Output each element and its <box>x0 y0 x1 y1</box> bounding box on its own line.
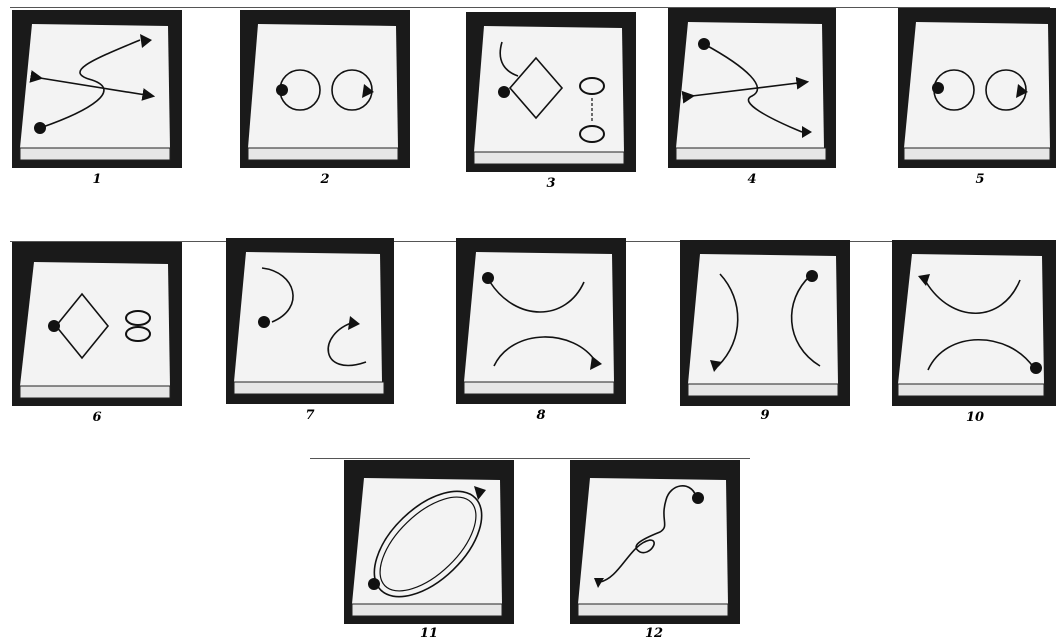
panel-1-caption: 1 <box>77 172 117 187</box>
panel-10-drawing <box>892 240 1056 406</box>
board-front-edge <box>234 382 384 394</box>
ball-icon <box>1030 362 1042 374</box>
panel-3-caption: 3 <box>531 176 571 191</box>
panel-12-caption: 12 <box>634 626 674 641</box>
board-front-edge <box>464 382 614 394</box>
panel-6-drawing <box>12 242 182 406</box>
panel-12 <box>570 460 740 624</box>
panel-4-caption: 4 <box>732 172 772 187</box>
panel-9-caption: 9 <box>745 408 785 423</box>
board-front-edge <box>898 384 1044 396</box>
board-top-surface <box>676 22 824 148</box>
board-top-surface <box>234 252 382 382</box>
panel-1 <box>12 10 182 168</box>
board-front-edge <box>20 148 170 160</box>
ball-icon <box>498 86 510 98</box>
panel-11 <box>344 460 514 624</box>
panel-5-caption: 5 <box>960 172 1000 187</box>
start-ball-icon <box>698 38 710 50</box>
ball-icon <box>806 270 818 282</box>
bottom-scan-line <box>310 458 750 459</box>
panel-8-drawing <box>456 238 626 404</box>
panel-7-caption: 7 <box>290 408 330 423</box>
board-top-surface <box>904 22 1050 148</box>
panel-10-caption: 10 <box>955 410 995 425</box>
panel-11-drawing <box>344 460 514 624</box>
top-scan-line <box>10 7 1050 8</box>
start-ball-icon <box>34 122 46 134</box>
panel-6-caption: 6 <box>77 410 117 425</box>
ball-icon <box>48 320 60 332</box>
board-top-surface <box>898 254 1044 384</box>
panel-3-drawing <box>466 12 636 172</box>
board-front-edge <box>352 604 502 616</box>
panel-7-drawing <box>226 238 394 404</box>
board-top-surface <box>20 262 170 386</box>
panel-3 <box>466 12 636 172</box>
board-front-edge <box>578 604 728 616</box>
panel-9 <box>680 240 850 406</box>
board-front-edge <box>676 148 826 160</box>
ball-icon <box>368 578 380 590</box>
board-top-surface <box>248 24 398 148</box>
board-front-edge <box>904 148 1050 160</box>
panel-8-caption: 8 <box>521 408 561 423</box>
panel-2 <box>240 10 410 168</box>
panel-4 <box>668 8 836 168</box>
panel-2-drawing <box>240 10 410 168</box>
ball-icon <box>692 492 704 504</box>
board-front-edge <box>688 384 838 396</box>
panel-10 <box>892 240 1056 406</box>
panel-8 <box>456 238 626 404</box>
panel-12-drawing <box>570 460 740 624</box>
board-front-edge <box>474 152 624 164</box>
panel-5-drawing <box>898 8 1056 168</box>
panel-7 <box>226 238 394 404</box>
ball-icon <box>482 272 494 284</box>
ball-icon <box>932 82 944 94</box>
panel-5 <box>898 8 1056 168</box>
panel-2-caption: 2 <box>305 172 345 187</box>
panel-6 <box>12 242 182 406</box>
panel-11-caption: 11 <box>409 626 449 641</box>
panel-9-drawing <box>680 240 850 406</box>
panel-1-drawing <box>12 10 182 168</box>
board-top-surface <box>474 26 624 152</box>
board-front-edge <box>20 386 170 398</box>
ball-icon <box>258 316 270 328</box>
panel-4-drawing <box>668 8 836 168</box>
ball-icon <box>276 84 288 96</box>
board-front-edge <box>248 148 398 160</box>
